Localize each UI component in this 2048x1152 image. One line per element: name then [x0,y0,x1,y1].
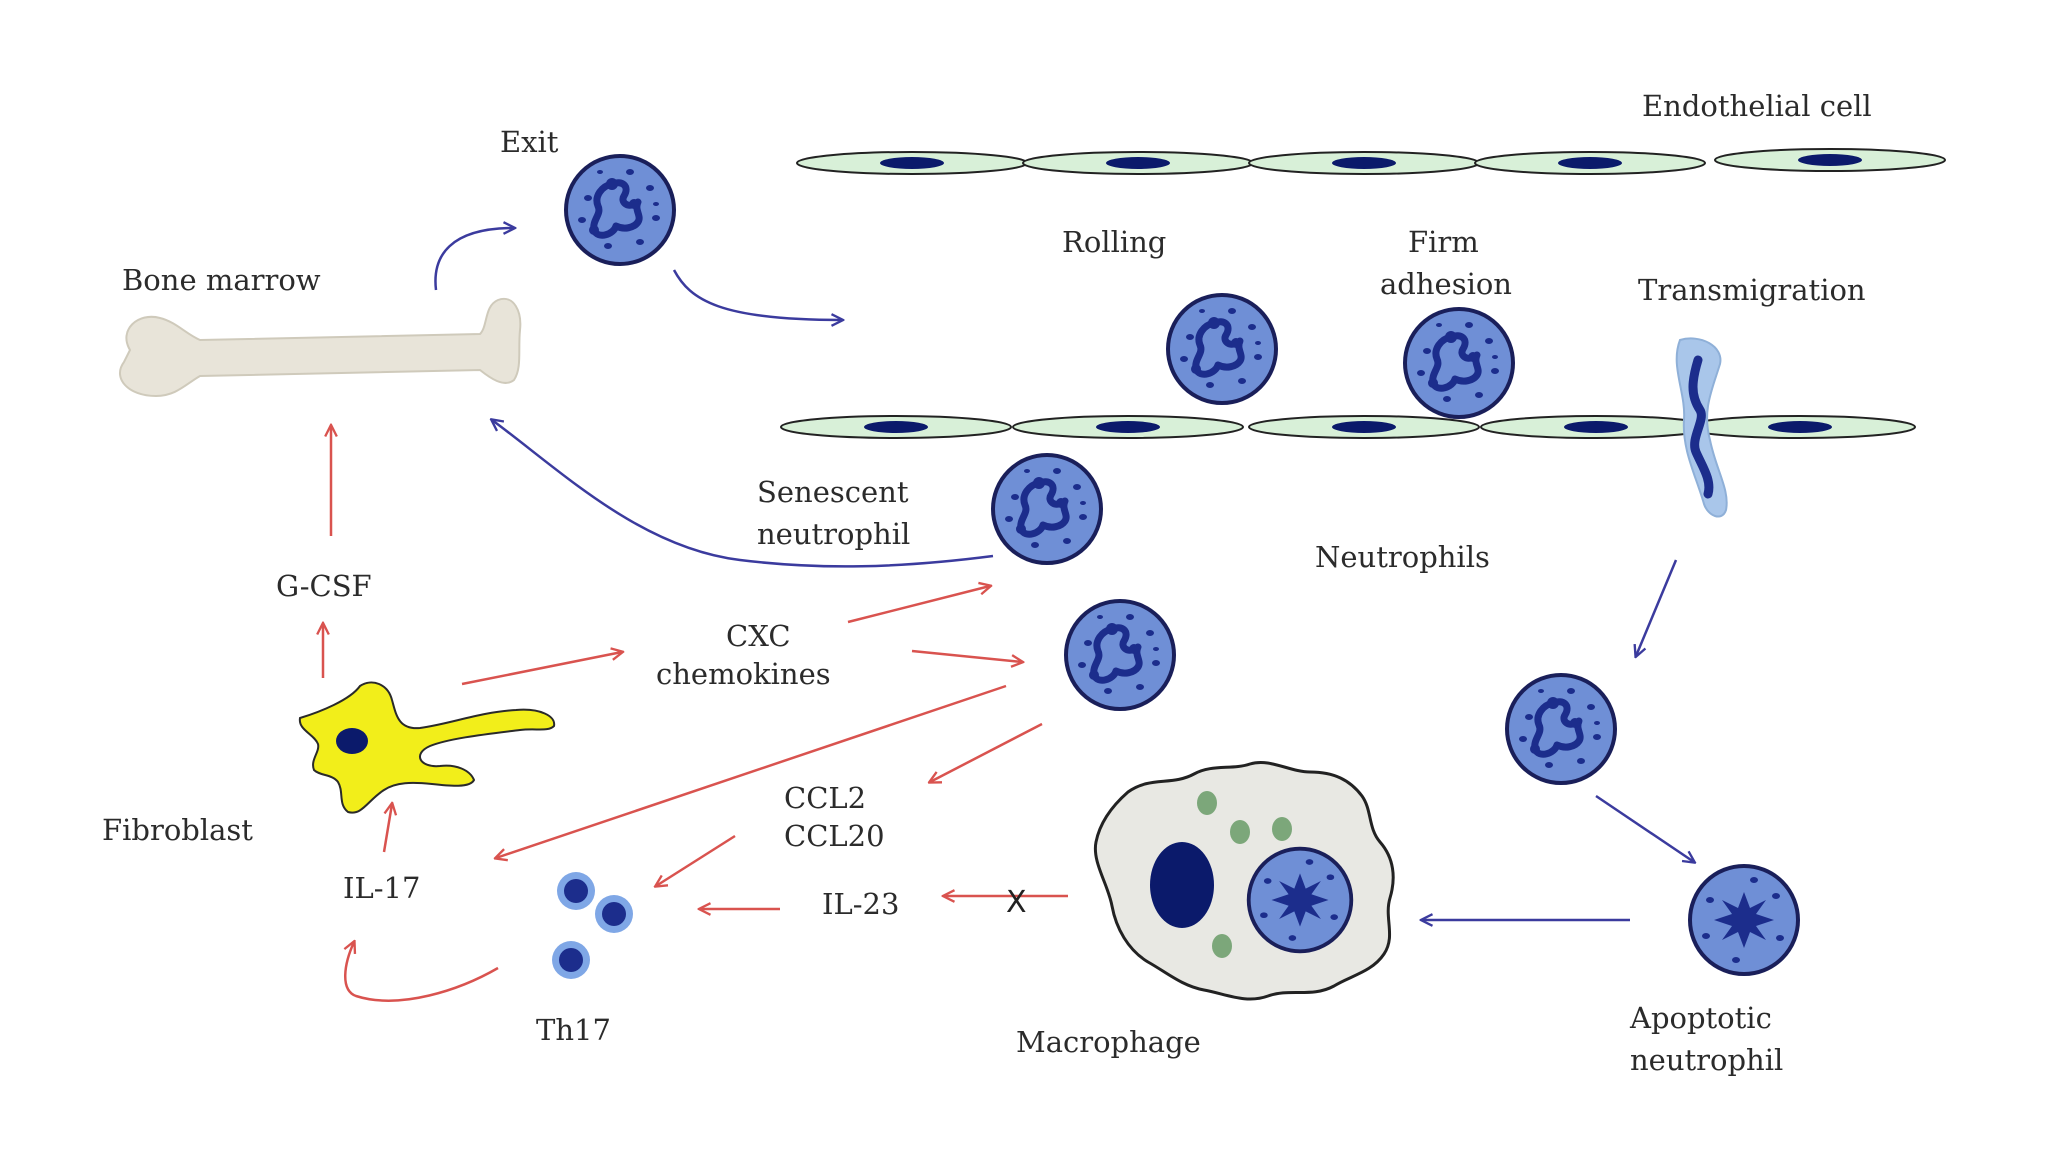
th17-cells [552,872,633,979]
label-il-23: IL-23 [822,887,899,921]
label-apoptotic-neutrophil: neutrophil [1630,1043,1783,1077]
label-fibroblast: Fibroblast [102,813,253,847]
label-cxc: CXC [726,619,791,653]
labels: Endothelial cell Exit Bone marrow Rollin… [102,89,1872,1077]
macrophage-cell [1093,761,1395,1001]
label-firm: Firm [1408,225,1479,259]
fibroblast-cell [298,681,556,814]
label-apoptotic: Apoptotic [1629,1001,1772,1035]
neutrophil-senescent [993,455,1101,563]
arrow-bone-to-exit [434,228,514,291]
label-transmigration: Transmigration [1638,273,1866,307]
label-ccl2: CCL2 [784,781,866,815]
label-exit: Exit [500,125,559,159]
endothelial-cell [1684,415,1916,439]
arrow-neutrophil-to-ccl [930,722,1043,782]
label-neutrophils: Neutrophils [1315,540,1490,574]
bone-marrow-bone [118,297,522,398]
label-th17: Th17 [536,1013,611,1047]
label-neutrophil-senescent: neutrophil [757,517,910,551]
arrow-transmigration-down [1636,559,1678,656]
label-il-17: IL-17 [343,871,420,905]
label-adhesion: adhesion [1380,267,1512,301]
endothelial-cell [1474,151,1706,175]
endothelial-cell [780,415,1012,439]
engulfed-apoptotic-neutrophil [1246,846,1354,954]
neutrophil-transmigrated [1507,675,1615,783]
arrow-th17-to-il17 [345,942,499,1002]
label-rolling: Rolling [1062,225,1166,259]
neutrophil-rolling [1168,295,1276,403]
endothelial-cell [1012,415,1244,439]
label-chemokines: chemokines [656,657,831,691]
bottom-endothelium [780,415,1916,439]
arrow-to-apoptotic [1595,794,1694,862]
arrow-neutrophil-to-il17 [496,684,1007,858]
label-g-csf: G-CSF [276,569,372,603]
apoptotic-neutrophil [1688,864,1800,976]
arrow-senescent-to-bone [492,420,994,568]
arrow-cxc-to-neutrophil [911,649,1022,662]
arrow-ccl-to-th17 [656,834,736,886]
arrow-cxc-to-senescent [847,586,990,624]
label-macrophage: Macrophage [1016,1025,1201,1059]
label-bone-marrow: Bone marrow [122,263,321,297]
neutrophil-firm-adhesion [1405,309,1513,417]
neutrophil-exit [566,156,674,264]
blocked-x-mark: X [1006,885,1027,920]
red-arrows [323,426,1068,1002]
endothelial-cell [1248,151,1480,175]
neutrophil-tissue [1066,601,1174,709]
endothelial-cell [1714,148,1946,172]
endothelial-cell [1022,151,1254,175]
endothelial-cell [1480,415,1712,439]
arrow-il17-to-fibroblast [382,804,392,853]
label-ccl20: CCL20 [784,819,885,853]
blue-arrows [434,228,1694,920]
endothelial-cell [1248,415,1480,439]
arrow-fibroblast-to-cxc [461,652,622,686]
top-endothelium [796,148,1946,175]
label-endothelial-cell: Endothelial cell [1642,89,1872,123]
transmigrating-neutrophil [1675,337,1728,518]
endothelial-cell [796,151,1028,175]
label-senescent: Senescent [757,475,909,509]
arrow-exit-to-vessel [672,269,842,320]
